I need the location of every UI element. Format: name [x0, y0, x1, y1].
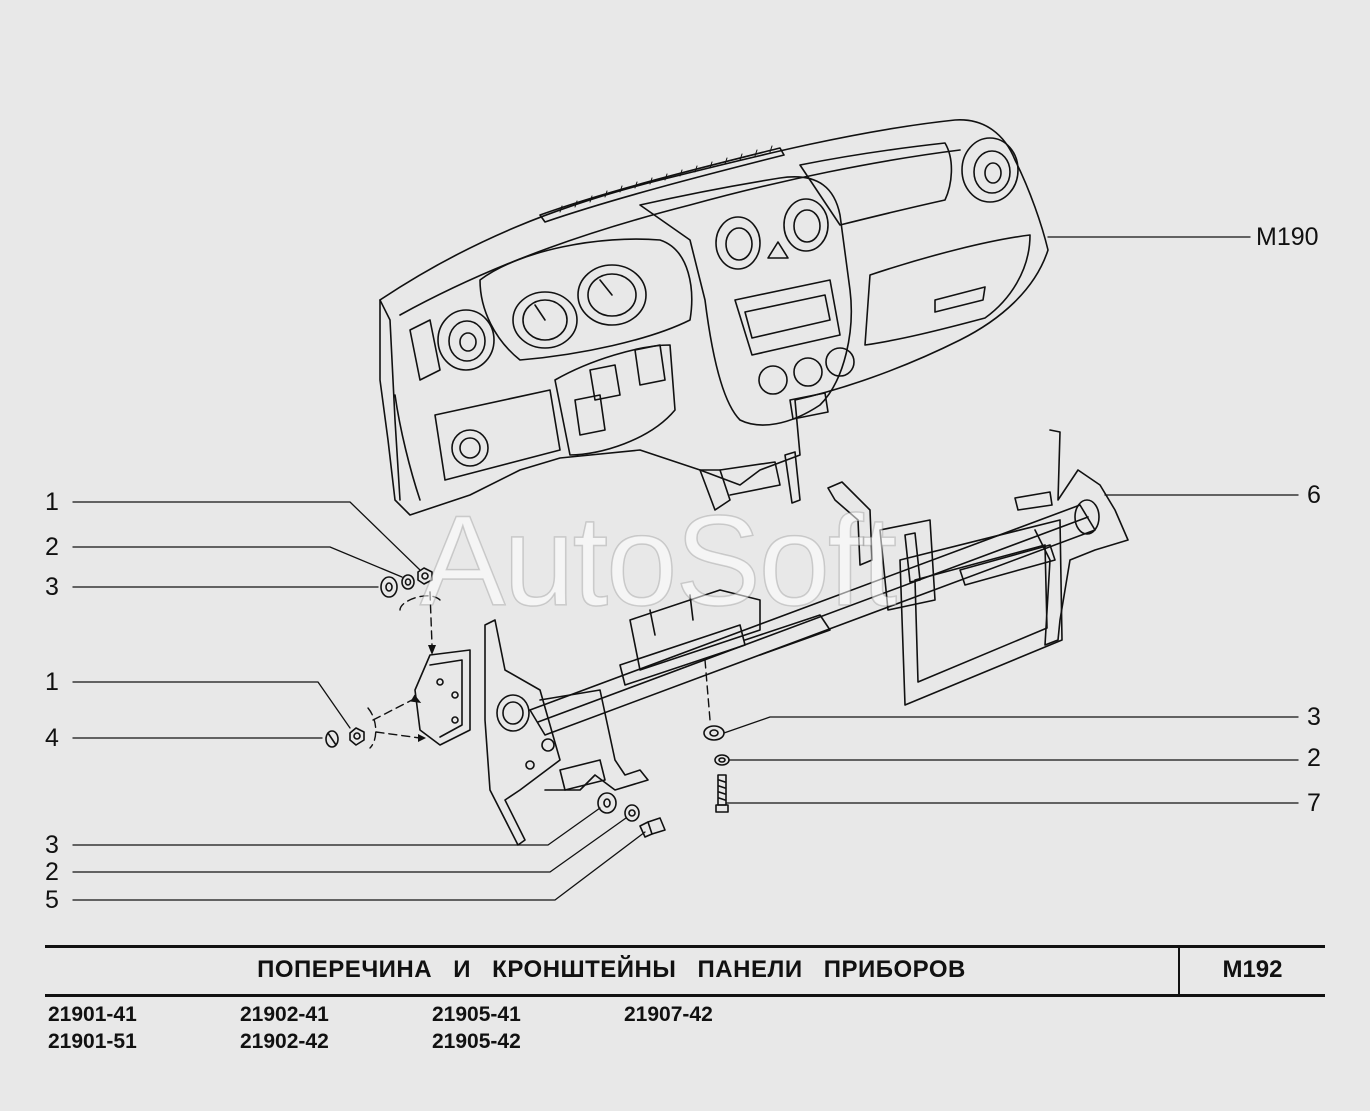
model-code: 21901-51 — [48, 1030, 137, 1053]
leader-lines — [72, 236, 1299, 901]
reference-code: М190 — [1256, 223, 1319, 251]
instrument-panel-drawing — [379, 119, 1049, 516]
cross-beam-drawing — [414, 429, 1129, 846]
diagram-title: ПОПЕРЕЧИНА И КРОНШТЕЙНЫ ПАНЕЛИ ПРИБОРОВ — [257, 956, 966, 983]
callout-label: 1 — [45, 488, 59, 516]
callout-label: 3 — [45, 831, 59, 859]
callout-label: 1 — [45, 668, 59, 696]
callout-label: 3 — [1307, 703, 1321, 731]
callout-label: 6 — [1307, 481, 1321, 509]
callout-label: 2 — [45, 858, 59, 886]
model-code: 21902-42 — [240, 1030, 329, 1053]
model-code: 21907-42 — [624, 1003, 713, 1026]
callout-label: 2 — [45, 533, 59, 561]
model-code: 21905-42 — [432, 1030, 521, 1053]
model-codes: 21901-41 21901-51 21902-41 21902-42 2190… — [48, 1003, 848, 1063]
callout-label: 4 — [45, 724, 59, 752]
callout-label: 5 — [45, 886, 59, 914]
title-bar: ПОПЕРЕЧИНА И КРОНШТЕЙНЫ ПАНЕЛИ ПРИБОРОВ … — [45, 945, 1325, 997]
model-code: 21901-41 — [48, 1003, 137, 1026]
callout-label: 2 — [1307, 744, 1321, 772]
callout-label: 7 — [1307, 789, 1321, 817]
page-code: М192 — [1222, 956, 1283, 983]
model-code: 21902-41 — [240, 1003, 329, 1026]
callout-label: 3 — [45, 573, 59, 601]
title-divider — [1178, 948, 1180, 994]
assembly-path-lines — [367, 591, 711, 749]
fasteners-drawing — [325, 567, 730, 838]
model-code: 21905-41 — [432, 1003, 521, 1026]
